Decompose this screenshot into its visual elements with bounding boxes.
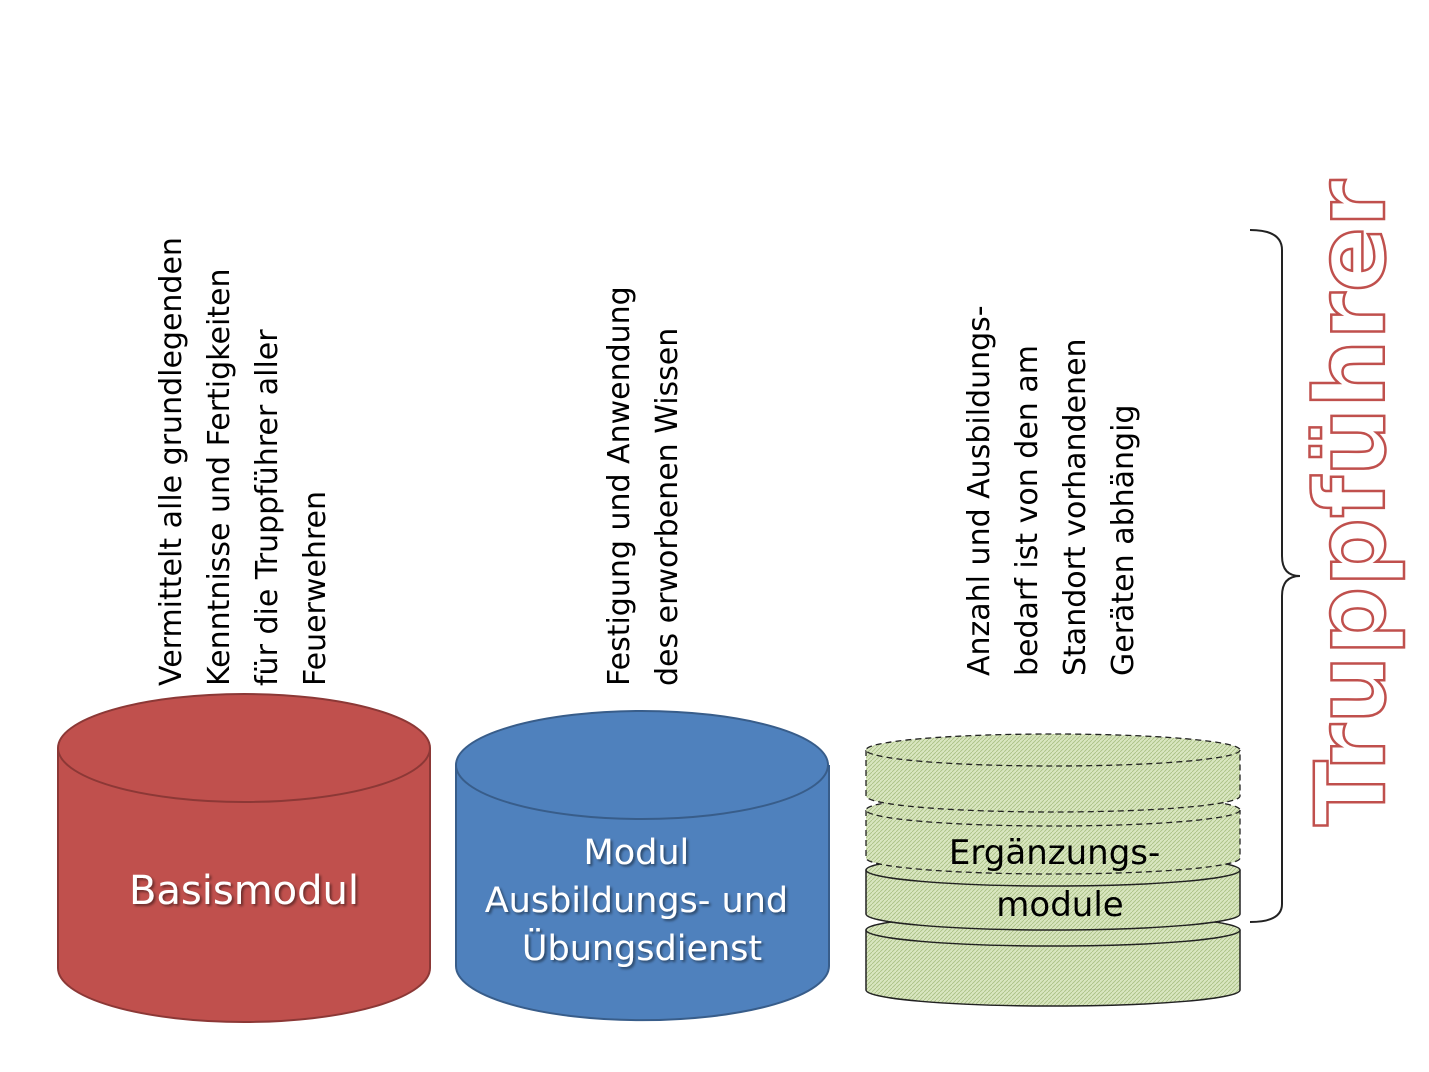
truppfuehrer-label: Truppführer	[1295, 179, 1407, 826]
description-line: für die Truppführer aller	[250, 329, 285, 686]
ergaenzungsmodul-disc-upper	[865, 810, 1241, 875]
ausbildungsmodul-label-line: Übungsdienst	[522, 927, 762, 969]
ergaenzungsmodule-label-line: Ergänzungs-	[949, 833, 1160, 873]
basismodul-description: Vermittelt alle grundlegenden Kenntnisse…	[148, 237, 340, 686]
description-line: bedarf ist von den am	[1010, 345, 1045, 676]
curly-bracket	[1249, 229, 1301, 923]
ausbildungsmodul-label-line: Modul	[584, 833, 690, 873]
basismodul-cylinder: Basismodul	[57, 693, 431, 1023]
description-line: Vermittelt alle grundlegenden	[154, 237, 189, 686]
basismodul-body	[57, 748, 431, 1023]
ergaenzungsmodule-description: Anzahl und Ausbildungs- bedarf ist von d…	[956, 305, 1148, 676]
basismodul-label: Basismodul	[129, 868, 359, 914]
description-line: Feuerwehren	[298, 490, 333, 686]
description-line: Standort vorhandenen	[1058, 338, 1093, 676]
basismodul-top	[57, 693, 431, 803]
description-line: Kenntnisse und Fertigkeiten	[202, 268, 237, 686]
description-line: des erworbenen Wissen	[650, 327, 685, 686]
ergaenzungsmodul-disc-bottom	[865, 930, 1241, 1007]
ergaenzungsmodul-disc-top-top	[865, 733, 1241, 767]
ausbildungsmodul-body	[455, 765, 830, 1022]
description-line: Festigung und Anwendung	[602, 286, 637, 686]
ergaenzungsmodule-label-line: module	[996, 885, 1123, 925]
ergaenzungsmodul-disc-middle	[865, 870, 1241, 931]
ausbildungsmodul-description: Festigung und Anwendung des erworbenen W…	[596, 286, 692, 686]
ausbildungsmodul-top	[455, 710, 829, 820]
ergaenzungsmodul-disc-top	[865, 750, 1241, 813]
ausbildungsmodul-label: Modul Ausbildungs- und Übungsdienst	[485, 833, 800, 969]
ergaenzungsmodule-label: Ergänzungs- module	[949, 833, 1171, 925]
description-line: Geräten abhängig	[1106, 404, 1141, 676]
ausbildungsmodul-label-line: Ausbildungs- und	[485, 881, 788, 921]
ergaenzungsmodule-stack: Ergänzungs- module	[865, 733, 1241, 1007]
ausbildungsmodul-cylinder: Modul Ausbildungs- und Übungsdienst	[455, 710, 830, 1022]
description-line: Anzahl und Ausbildungs-	[962, 305, 997, 676]
